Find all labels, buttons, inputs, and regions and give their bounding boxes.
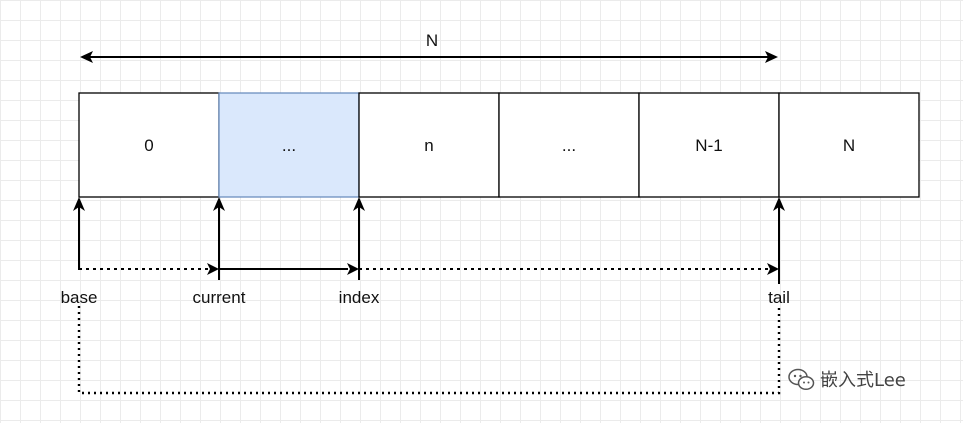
wrap-around-loop <box>77 306 781 395</box>
buffer-cell: N <box>778 92 920 198</box>
watermark: 嵌入式Lee <box>788 368 906 391</box>
tail-pointer-arrow <box>773 197 785 284</box>
cell-label-4: N-1 <box>695 136 722 155</box>
index-label: index <box>339 288 380 307</box>
wechat-icon <box>788 368 815 391</box>
relation-arrows <box>79 263 779 275</box>
cell-label-1: ... <box>282 136 296 155</box>
span-label: N <box>426 31 438 50</box>
tail-label: tail <box>768 288 790 307</box>
cell-label-0: 0 <box>144 136 153 155</box>
watermark-text: 嵌入式Lee <box>820 370 906 391</box>
cell-label-5: N <box>843 136 855 155</box>
cell-label-2: n <box>424 136 433 155</box>
pointer-labels: base current index tail <box>61 288 790 307</box>
cell-box-1 <box>218 92 360 198</box>
cell-label-3: ... <box>562 136 576 155</box>
base-label: base <box>61 288 98 307</box>
current-label: current <box>193 288 246 307</box>
span-arrow: N <box>80 31 778 63</box>
index-pointer-arrow <box>353 197 365 280</box>
buffer-cell: n <box>358 92 500 198</box>
buffer-cell: ... <box>498 92 640 198</box>
buffer-cells: 0 ... n ... N-1 N <box>78 92 920 198</box>
buffer-cell: 0 <box>78 92 220 198</box>
base-to-current-arrow <box>79 263 219 275</box>
current-pointer-arrow <box>213 197 225 280</box>
index-to-tail-arrow <box>359 263 779 275</box>
buffer-cell: N-1 <box>638 92 780 198</box>
buffer-cell-highlighted: ... <box>218 92 360 198</box>
cell-box-5 <box>778 92 920 198</box>
pointer-arrows <box>73 197 785 284</box>
cell-box-0 <box>78 92 220 198</box>
current-to-index-arrow <box>219 263 359 275</box>
cell-box-2 <box>358 92 500 198</box>
base-pointer-arrow <box>73 197 85 270</box>
